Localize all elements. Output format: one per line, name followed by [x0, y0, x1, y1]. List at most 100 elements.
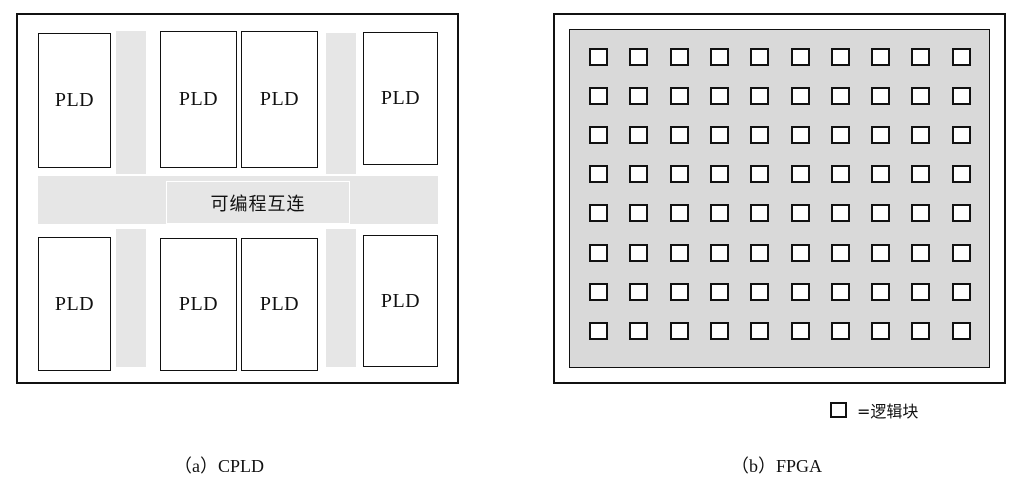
logic-block: [669, 321, 689, 340]
logic-block: [830, 243, 850, 262]
logic-block: [709, 204, 729, 223]
cpld-diagram: 可编程互连 PLD PLD PLD PLD PLD PLD PLD PLD: [16, 13, 459, 384]
logic-block: [589, 165, 608, 184]
logic-block: [951, 87, 971, 106]
logic-block: [951, 282, 971, 301]
logic-block: [951, 126, 971, 145]
logic-block: [911, 204, 931, 223]
logic-block: [790, 165, 810, 184]
pld-block: PLD: [38, 33, 111, 168]
logic-block: [629, 321, 649, 340]
logic-block: [750, 126, 770, 145]
interconnect-label: 可编程互连: [166, 181, 350, 224]
routing-channel: [116, 31, 146, 174]
logic-block: [589, 321, 608, 340]
logic-block: [830, 282, 850, 301]
logic-block: [709, 243, 729, 262]
logic-block: [951, 48, 971, 66]
logic-block-swatch: [830, 402, 847, 418]
legend-label: =逻辑块: [857, 402, 919, 421]
logic-block: [871, 243, 891, 262]
logic-block: [911, 165, 931, 184]
logic-block: [629, 243, 649, 262]
logic-block: [951, 321, 971, 340]
caption-fpga: （b）FPGA: [731, 456, 823, 476]
logic-block: [830, 126, 850, 145]
logic-block: [669, 87, 689, 106]
logic-block: [709, 48, 729, 66]
logic-block: [629, 126, 649, 145]
logic-block: [709, 165, 729, 184]
logic-block: [750, 321, 770, 340]
logic-block: [750, 204, 770, 223]
logic-block: [589, 48, 608, 66]
logic-block: [669, 48, 689, 66]
logic-block: [830, 204, 850, 223]
pld-block: PLD: [160, 238, 237, 371]
logic-block: [750, 282, 770, 301]
logic-block: [669, 204, 689, 223]
caption-cpld: （a）CPLD: [174, 456, 264, 476]
logic-block: [871, 165, 891, 184]
logic-block: [790, 87, 810, 106]
logic-block: [830, 48, 850, 66]
logic-block: [830, 165, 850, 184]
pld-block: PLD: [363, 235, 438, 367]
interconnect-band: [38, 176, 438, 224]
logic-block: [911, 126, 931, 145]
pld-block: PLD: [363, 32, 438, 165]
logic-block: [589, 204, 608, 223]
logic-block: [629, 204, 649, 223]
logic-block: [871, 126, 891, 145]
logic-block: [790, 243, 810, 262]
logic-block: [951, 165, 971, 184]
pld-block: PLD: [160, 31, 237, 168]
logic-block: [589, 126, 608, 145]
logic-block: [589, 243, 608, 262]
logic-block: [911, 243, 931, 262]
logic-block: [871, 48, 891, 66]
logic-block: [830, 321, 850, 340]
logic-block: [790, 126, 810, 145]
logic-block: [830, 87, 850, 106]
logic-block: [669, 165, 689, 184]
legend: =逻辑块: [830, 398, 918, 422]
logic-block: [750, 48, 770, 66]
routing-channel: [326, 33, 356, 174]
logic-block: [750, 165, 770, 184]
routing-channel: [326, 229, 356, 367]
logic-block: [911, 87, 931, 106]
logic-block: [790, 321, 810, 340]
logic-block: [951, 243, 971, 262]
logic-block: [589, 282, 608, 301]
pld-block: PLD: [241, 238, 318, 371]
logic-block-array: [569, 29, 990, 368]
logic-block: [871, 282, 891, 301]
logic-block: [709, 321, 729, 340]
logic-block: [750, 243, 770, 262]
logic-block: [790, 204, 810, 223]
logic-block: [911, 48, 931, 66]
logic-block: [629, 282, 649, 301]
logic-block: [629, 48, 649, 66]
logic-block: [790, 282, 810, 301]
logic-block: [871, 87, 891, 106]
routing-channel: [116, 229, 146, 367]
pld-block: PLD: [38, 237, 111, 371]
logic-block: [871, 321, 891, 340]
logic-block: [709, 126, 729, 145]
fpga-diagram: [553, 13, 1006, 384]
logic-block: [709, 87, 729, 106]
logic-block: [589, 87, 608, 106]
logic-block: [669, 243, 689, 262]
logic-block: [669, 282, 689, 301]
logic-block: [669, 126, 689, 145]
logic-block: [911, 282, 931, 301]
logic-block: [951, 204, 971, 223]
logic-block: [790, 48, 810, 66]
logic-block: [629, 165, 649, 184]
pld-block: PLD: [241, 31, 318, 168]
logic-block: [709, 282, 729, 301]
logic-block: [911, 321, 931, 340]
logic-block: [750, 87, 770, 106]
